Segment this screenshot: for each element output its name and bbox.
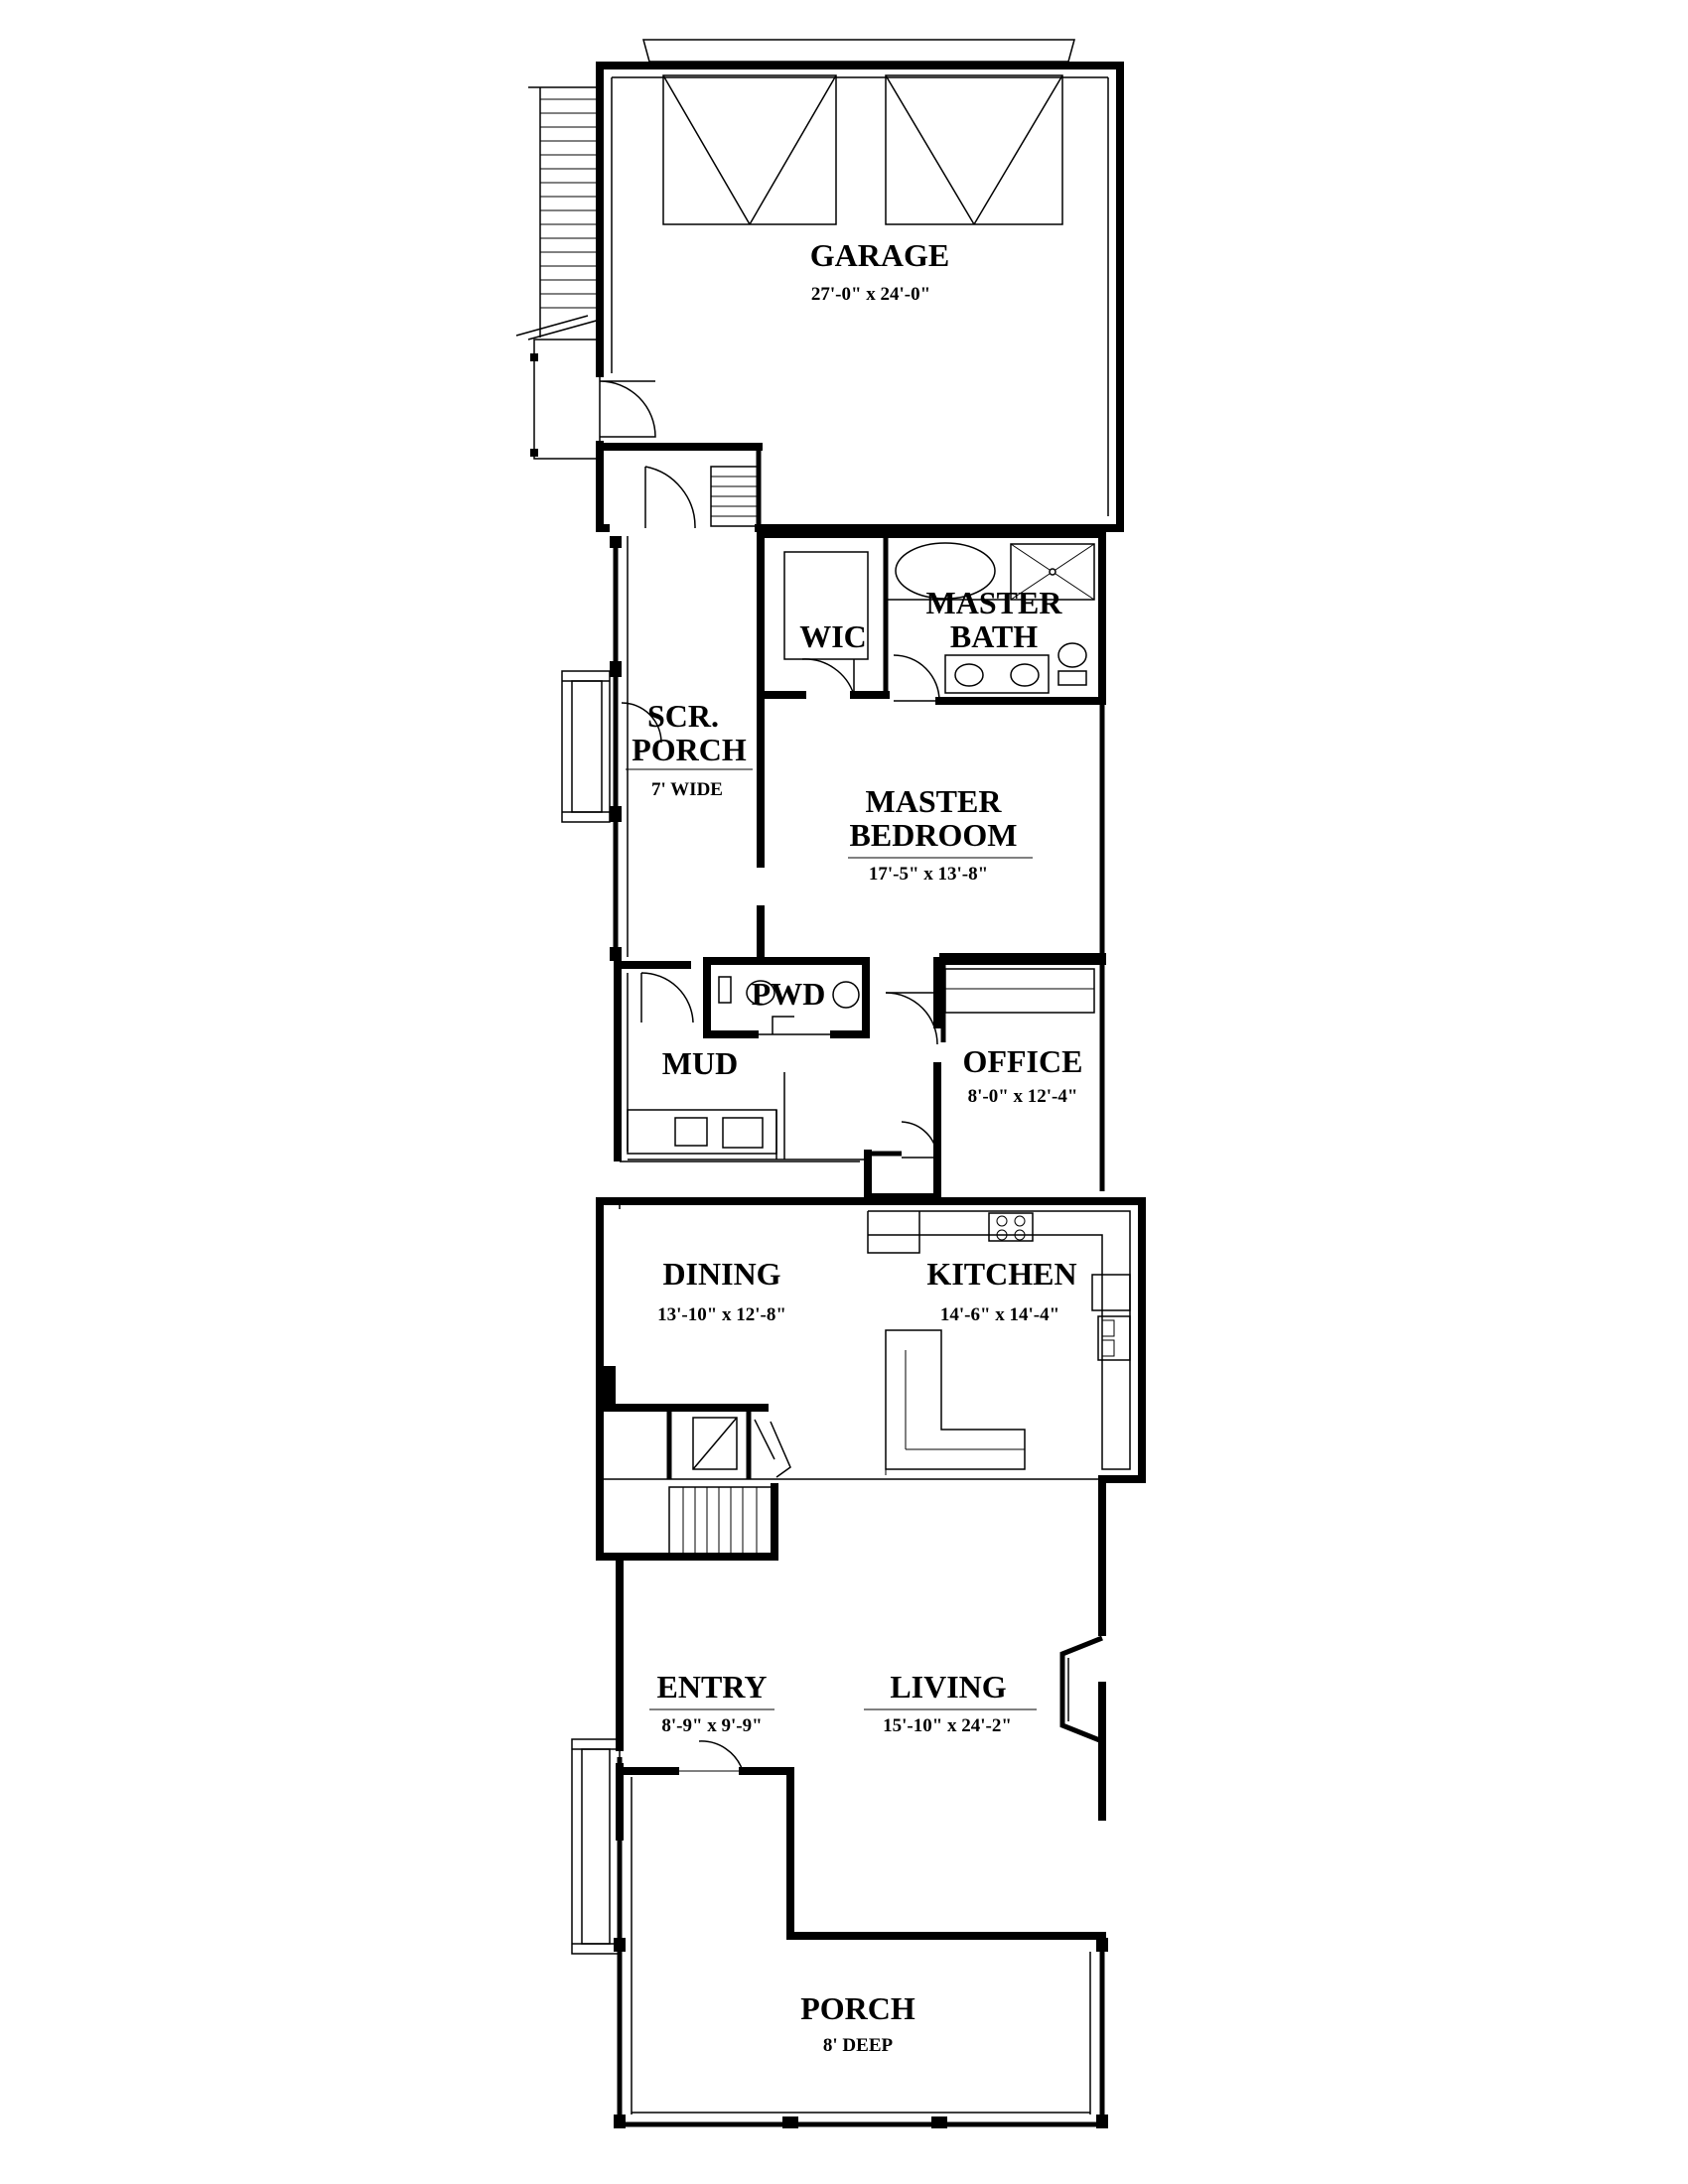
mud-label: MUD: [662, 1045, 738, 1081]
kitchen-dimensions: 14'-6" x 14'-4": [940, 1304, 1059, 1325]
shower: [1010, 543, 1095, 601]
living-dimensions: 15'-10" x 24'-2": [883, 1715, 1012, 1736]
exterior-stair: [515, 86, 601, 460]
screened-porch: SCR. PORCH 7' WIDE: [561, 536, 753, 961]
office-label: OFFICE: [963, 1043, 1083, 1079]
master-bath-label-line2: BATH: [950, 618, 1038, 654]
kitchen-label: KITCHEN: [926, 1256, 1076, 1292]
garage-door-left: [662, 74, 837, 225]
master-bedroom: MASTER BEDROOM 17'-5" x 13'-8": [757, 699, 1106, 1191]
garage-area: GARAGE 27'-0" x 24'-0": [515, 39, 1124, 532]
garage-dimensions: 27'-0" x 24'-0": [811, 284, 930, 305]
scr-porch-label-line1: SCR.: [647, 698, 719, 734]
office-dimensions: 8'-0" x 12'-4": [968, 1086, 1078, 1107]
master-bedroom-label-line1: MASTER: [866, 783, 1003, 819]
main-stair: [596, 1408, 791, 1561]
entry-label: ENTRY: [657, 1669, 768, 1705]
living-label: LIVING: [890, 1669, 1006, 1705]
master-bath-label-line1: MASTER: [926, 585, 1063, 620]
scr-porch-label-line2: PORCH: [632, 732, 747, 767]
garage-door-right: [885, 74, 1063, 225]
master-bedroom-dimensions: 17'-5" x 13'-8": [869, 864, 988, 885]
master-bath-toilet: [1057, 642, 1087, 686]
entry-living: ENTRY 8'-9" x 9'-9" LIVING 15'-10" x 24'…: [616, 1475, 1106, 1940]
front-porch: PORCH 8' DEEP: [571, 1738, 1108, 2128]
scr-porch-dimensions: 7' WIDE: [651, 779, 723, 800]
porch-dimensions: 8' DEEP: [823, 2035, 894, 2056]
master-bedroom-label-line2: BEDROOM: [850, 817, 1018, 853]
dining-label: DINING: [662, 1256, 780, 1292]
wic-label: WIC: [799, 618, 867, 654]
porch-label: PORCH: [800, 1990, 915, 2026]
entry-dimensions: 8'-9" x 9'-9": [661, 1715, 762, 1736]
pwd-label: PWD: [752, 976, 826, 1012]
master-suite-upper: WIC MASTER BATH: [757, 530, 1106, 705]
dining-kitchen: DINING 13'-10" x 12'-8" KITCHEN 14'-6" x…: [596, 1160, 1146, 1553]
dining-dimensions: 13'-10" x 12'-8": [657, 1304, 786, 1325]
garage-label: GARAGE: [810, 237, 949, 273]
fireplace: [1059, 1635, 1103, 1744]
kitchen-island: [885, 1329, 1026, 1475]
